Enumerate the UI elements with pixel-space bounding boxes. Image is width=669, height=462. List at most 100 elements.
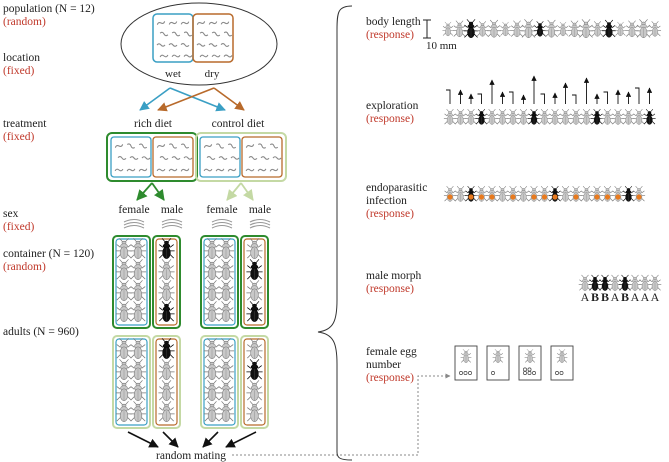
- male-inner-box: [243, 238, 266, 326]
- female-beetle-icon: [115, 301, 133, 322]
- exploration-beetle-icon: [632, 108, 646, 125]
- factor-location-name: location: [3, 52, 41, 64]
- female-beetle-icon: [217, 238, 235, 259]
- larva-icon: [199, 54, 209, 58]
- infected-beetle-icon: [454, 185, 467, 202]
- egg-dot: [463, 371, 468, 375]
- factor-adults-name: adults (N = 960): [3, 326, 79, 338]
- parasite-dot: [489, 194, 495, 200]
- larva-icon: [257, 168, 267, 172]
- body-length-beetle-icon: [591, 21, 604, 37]
- larva-icon: [211, 31, 221, 37]
- arrow-dry-rich: [157, 87, 215, 112]
- arrow-mating-3: [202, 431, 219, 448]
- infected-beetle-icon: [601, 185, 614, 202]
- pupae-group: [123, 218, 271, 229]
- pupa-icon: [211, 218, 233, 223]
- larva-icon: [216, 143, 224, 149]
- random-mating-label: random mating: [156, 450, 226, 462]
- larva-icon: [183, 31, 193, 37]
- arrow-dry-control: [213, 87, 245, 111]
- larva-icon: [171, 156, 181, 160]
- response-body-length-name: body length: [366, 16, 421, 28]
- larva-icon: [127, 143, 135, 149]
- response-body-length: body length (response): [366, 16, 421, 42]
- female-beetle-icon: [115, 380, 133, 401]
- exploration-beetle-icon: [569, 108, 583, 125]
- egg-dot: [459, 371, 463, 375]
- morph-beetle-icon: [588, 274, 602, 291]
- male-inner-box: [155, 338, 178, 426]
- exploration-beetle-icon: [548, 108, 562, 125]
- larva-icon: [227, 143, 237, 149]
- factor-treatment-name: treatment: [3, 118, 47, 130]
- pupa-icon: [161, 218, 183, 223]
- larva-icon: [180, 143, 190, 149]
- morph-letter: A: [581, 290, 590, 304]
- factor-container: container (N = 120) (random): [3, 248, 94, 274]
- factor-population-name: population (N = 12): [3, 3, 95, 15]
- male-container: [152, 235, 181, 329]
- scale-bar: [423, 19, 431, 39]
- female-beetle-icon: [524, 349, 536, 363]
- larva-icon: [227, 168, 237, 172]
- larva-icon: [156, 168, 166, 172]
- female-beetle-icon: [129, 401, 147, 422]
- female-beetle-icon: [217, 380, 235, 401]
- larva-icon: [159, 31, 169, 37]
- larva-icon: [199, 31, 209, 37]
- arrow-wet-rich: [139, 87, 171, 111]
- movement-path: [477, 93, 482, 104]
- larva-icon: [159, 54, 169, 58]
- response-female-egg-number-name: female egg number: [366, 346, 417, 371]
- egg-dot: [523, 367, 527, 372]
- female-beetle-icon: [115, 401, 133, 422]
- morph-letter: A: [651, 290, 660, 304]
- female-beetle-icon: [203, 259, 221, 280]
- sex-male-control-label: male: [249, 204, 271, 216]
- egg-dot: [491, 371, 495, 375]
- male-beetle-icon: [246, 238, 263, 259]
- larva-icon: [258, 143, 266, 149]
- parasite-dot: [541, 194, 548, 200]
- female-beetle-icon: [129, 359, 147, 380]
- body-length-beetle-icon: [521, 19, 536, 39]
- larva-icon: [218, 156, 228, 160]
- arrow-wet-control: [169, 87, 226, 112]
- female-inner-box: [115, 238, 148, 326]
- population-ellipse: [120, 2, 278, 86]
- pupa-icon: [211, 221, 233, 226]
- female-beetle-icon: [217, 359, 235, 380]
- larva-icon: [206, 155, 216, 161]
- female-container: [200, 235, 239, 329]
- exploration-beetle-icon: [506, 108, 520, 125]
- larva-icon: [168, 168, 178, 172]
- movement-path: [509, 91, 514, 104]
- body-length-beetle-icon: [568, 20, 581, 38]
- egg-dot: [527, 367, 532, 372]
- body-length-beetle-icon: [463, 19, 479, 39]
- dotted-link: [232, 373, 451, 456]
- larva-icon: [245, 144, 255, 148]
- movement-path: [446, 89, 451, 104]
- male-inner-box: [155, 238, 178, 326]
- morph-letter: A: [611, 290, 620, 304]
- parasite-dot: [531, 194, 537, 200]
- factor-sex: sex (fixed): [3, 208, 34, 234]
- body-length-beetle-icon: [602, 19, 616, 38]
- female-beetle-icon: [129, 338, 147, 359]
- morph-letter: B: [621, 290, 629, 304]
- larva-icon: [245, 168, 255, 172]
- larva-icon: [138, 143, 148, 149]
- female-beetle-icon: [217, 280, 235, 301]
- parasite-dot: [594, 194, 600, 200]
- larva-icon: [168, 43, 178, 47]
- morph-letter: B: [601, 290, 609, 304]
- body-length-beetle-icon: [487, 19, 501, 38]
- container-grid: [112, 235, 269, 429]
- response-male-morph-tag: (response): [366, 283, 414, 295]
- male-container: [240, 235, 269, 329]
- dry-location-box: [192, 13, 234, 63]
- exploration-beetle-icon: [580, 108, 593, 125]
